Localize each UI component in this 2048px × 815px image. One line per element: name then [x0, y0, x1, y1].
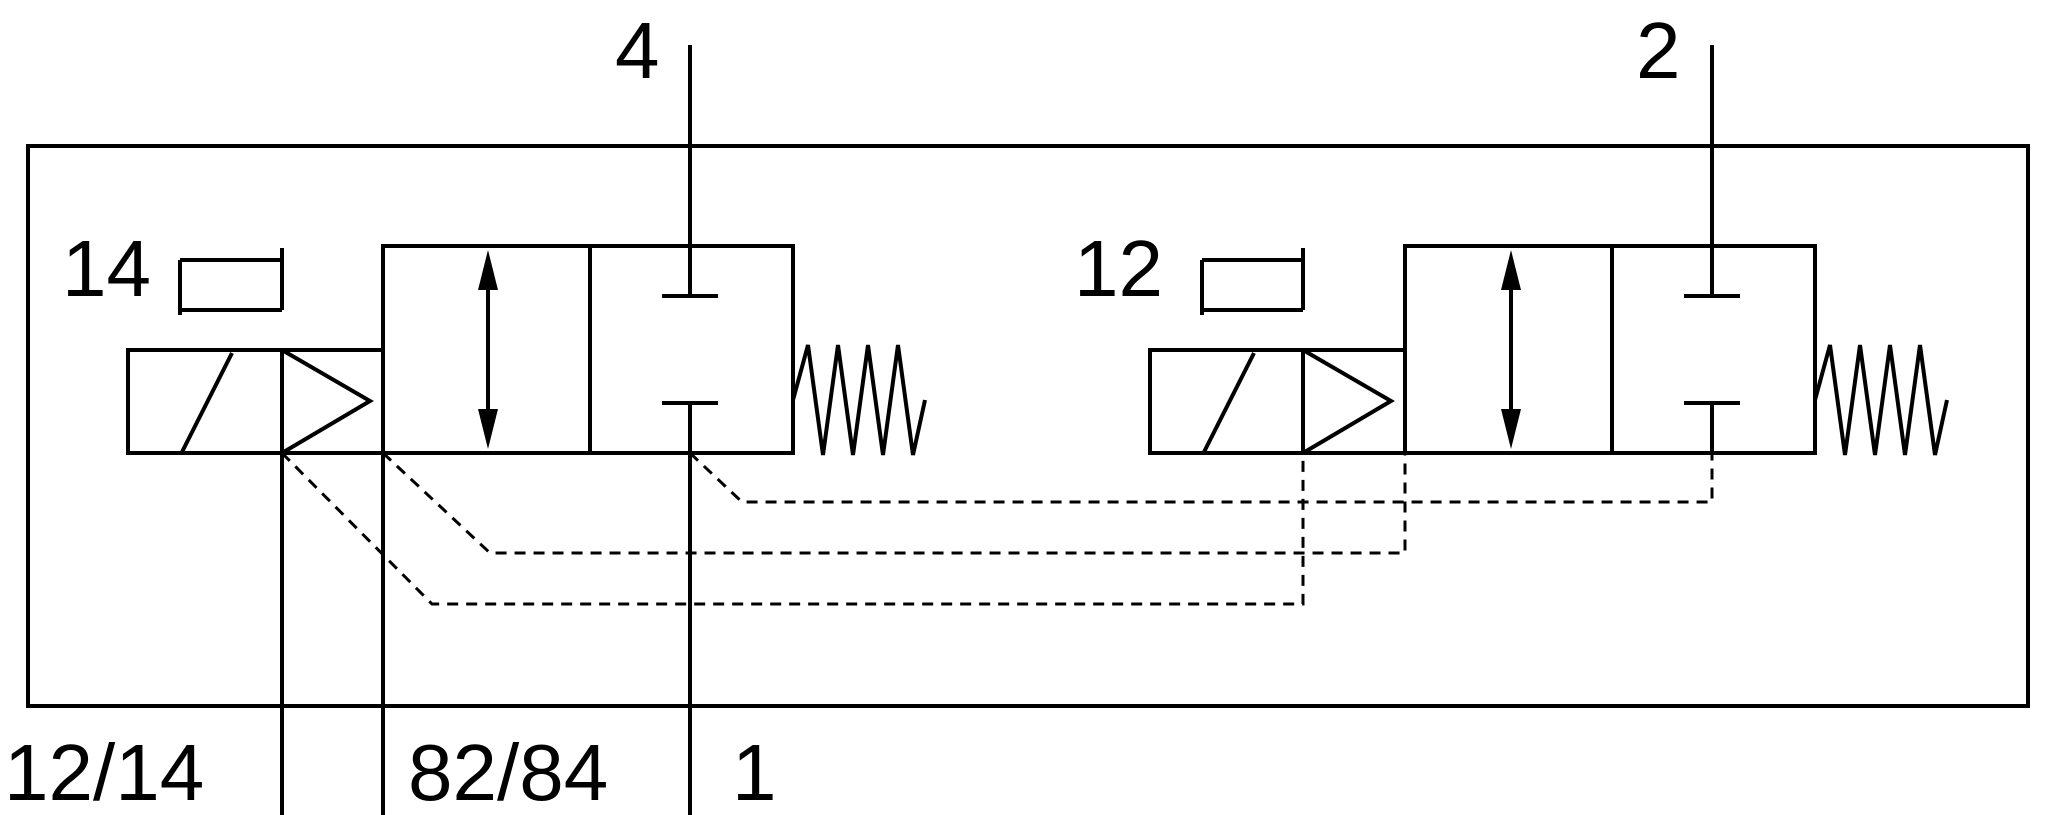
pilot-label-12: 12: [1074, 224, 1163, 313]
manual-override-left: [178, 248, 284, 315]
solenoid-left: [126, 348, 385, 455]
pilot-triangle: [280, 348, 374, 455]
pilot-supply-connection: [280, 451, 1305, 606]
solenoid-right: [1148, 348, 1407, 455]
port-label-2: 2: [1636, 6, 1681, 95]
valve-body-right: [1403, 244, 1817, 455]
solenoid-coil-stroke: [180, 352, 234, 453]
internal-dashed-connections: [280, 451, 1714, 606]
pilot-label-14: 14: [62, 224, 151, 313]
return-spring-right: [1813, 344, 1949, 456]
valve-body-left: [381, 244, 795, 455]
manifold-boundary: [26, 144, 2030, 708]
manual-override-right: [1200, 248, 1305, 315]
port-label-4: 4: [615, 6, 660, 95]
port-label-82-84: 82/84: [408, 728, 608, 815]
port-label-1: 1: [732, 728, 777, 815]
valve-right: [1148, 45, 1949, 456]
solenoid-coil-stroke: [1202, 352, 1256, 453]
pilot-triangle: [1301, 348, 1395, 455]
solenoid-body: [126, 348, 385, 455]
port-label-12-14: 12/14: [4, 728, 204, 815]
return-spring-left: [791, 344, 927, 456]
pilot-exhaust-connection: [381, 451, 1407, 555]
bottom-port-lines: [280, 453, 692, 815]
supply-connection: [688, 451, 1714, 504]
solenoid-body: [1148, 348, 1407, 455]
valve-left: [126, 45, 927, 456]
